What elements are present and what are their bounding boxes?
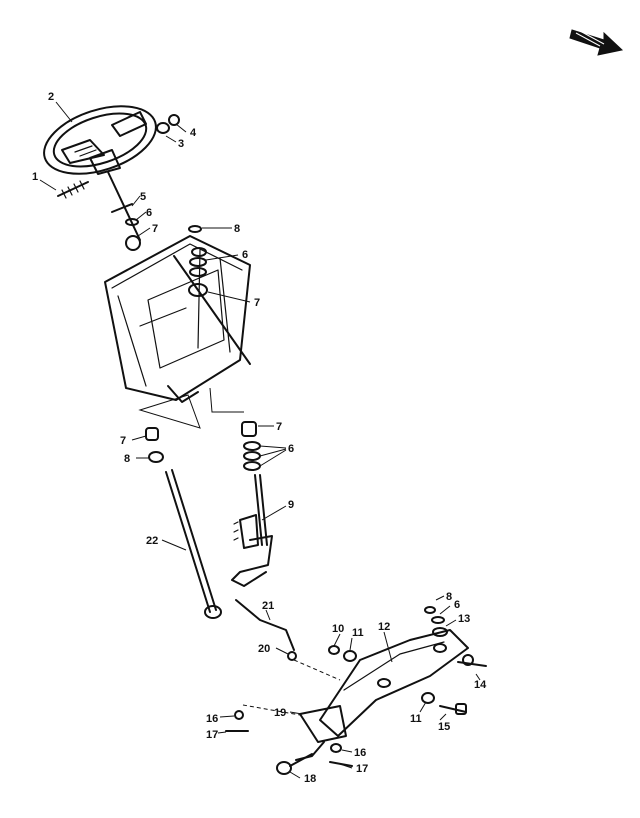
callout-16b: 16: [354, 747, 366, 759]
hardware-8-6-13: [424, 606, 448, 637]
hardware-10-11: [328, 645, 357, 662]
callout-21: 21: [262, 600, 274, 612]
dashed-connector-1: [293, 659, 341, 681]
callout-19: 19: [274, 707, 286, 719]
wheel-bolt: [57, 180, 89, 199]
callout-9: 9: [288, 499, 294, 511]
callout-18: 18: [304, 773, 316, 785]
callout-6a: 6: [146, 207, 152, 219]
connector-line: [209, 387, 244, 413]
callout-12: 12: [378, 621, 390, 633]
callout-3: 3: [178, 138, 184, 150]
steering-shaft-upper: [107, 171, 141, 241]
callout-6c: 6: [288, 443, 294, 455]
callout-7d: 7: [276, 421, 282, 433]
callout-11a: 11: [352, 627, 364, 639]
front-direction-arrow-icon: [569, 29, 624, 56]
callout-14: 14: [474, 679, 487, 691]
left-bushing-washer: [145, 427, 164, 463]
shaft-pin-washer-bushing: [111, 203, 141, 251]
cap-and-nut: [156, 114, 180, 134]
callout-7b: 7: [254, 297, 260, 309]
axle-bracket: [295, 629, 469, 761]
callout-15: 15: [438, 721, 450, 733]
bolt-14: [457, 654, 487, 667]
hardware-16-17-left: [225, 710, 249, 732]
callout-8a: 8: [234, 223, 240, 235]
callout-17a: 17: [206, 729, 218, 741]
callout-11b: 11: [410, 713, 422, 725]
callout-4: 4: [190, 127, 197, 139]
callout-7a: 7: [152, 223, 158, 235]
dashed-connector-2: [242, 704, 301, 716]
callout-20: 20: [258, 643, 270, 655]
steering-shaft-gear: [231, 474, 273, 587]
bolt-18: [276, 753, 313, 775]
washer-8-upper: [188, 225, 202, 233]
callout-2: 2: [48, 91, 54, 103]
leader-lines: [39, 101, 481, 779]
right-bushing-washers: [241, 421, 261, 471]
callout-7c: 7: [120, 435, 126, 447]
callout-16a: 16: [206, 713, 218, 725]
hardware-16-17-right: [329, 743, 353, 767]
callout-17b: 17: [356, 763, 368, 775]
dash-panel: [104, 235, 251, 403]
callout-6b: 6: [242, 249, 248, 261]
rod-end-20: [287, 651, 297, 661]
callout-10: 10: [332, 623, 344, 635]
callout-8c: 8: [446, 591, 452, 603]
nut-11-bolt-15: [421, 692, 467, 715]
callout-13: 13: [458, 613, 470, 625]
callout-labels: 2 1 3 4 5 6 7 8 6 7 7 8 7 6 9 22 21 20 1…: [32, 91, 487, 785]
steering-wheel: [43, 105, 157, 175]
callout-6d: 6: [454, 599, 460, 611]
callout-1: 1: [32, 171, 38, 183]
link-rod: [235, 599, 295, 651]
cut-lines: [138, 394, 201, 429]
drag-link-shaft: [165, 469, 222, 619]
callout-8b: 8: [124, 453, 130, 465]
washer-stack-upper: [188, 247, 208, 297]
callout-5: 5: [140, 191, 146, 203]
callout-22: 22: [146, 535, 158, 547]
